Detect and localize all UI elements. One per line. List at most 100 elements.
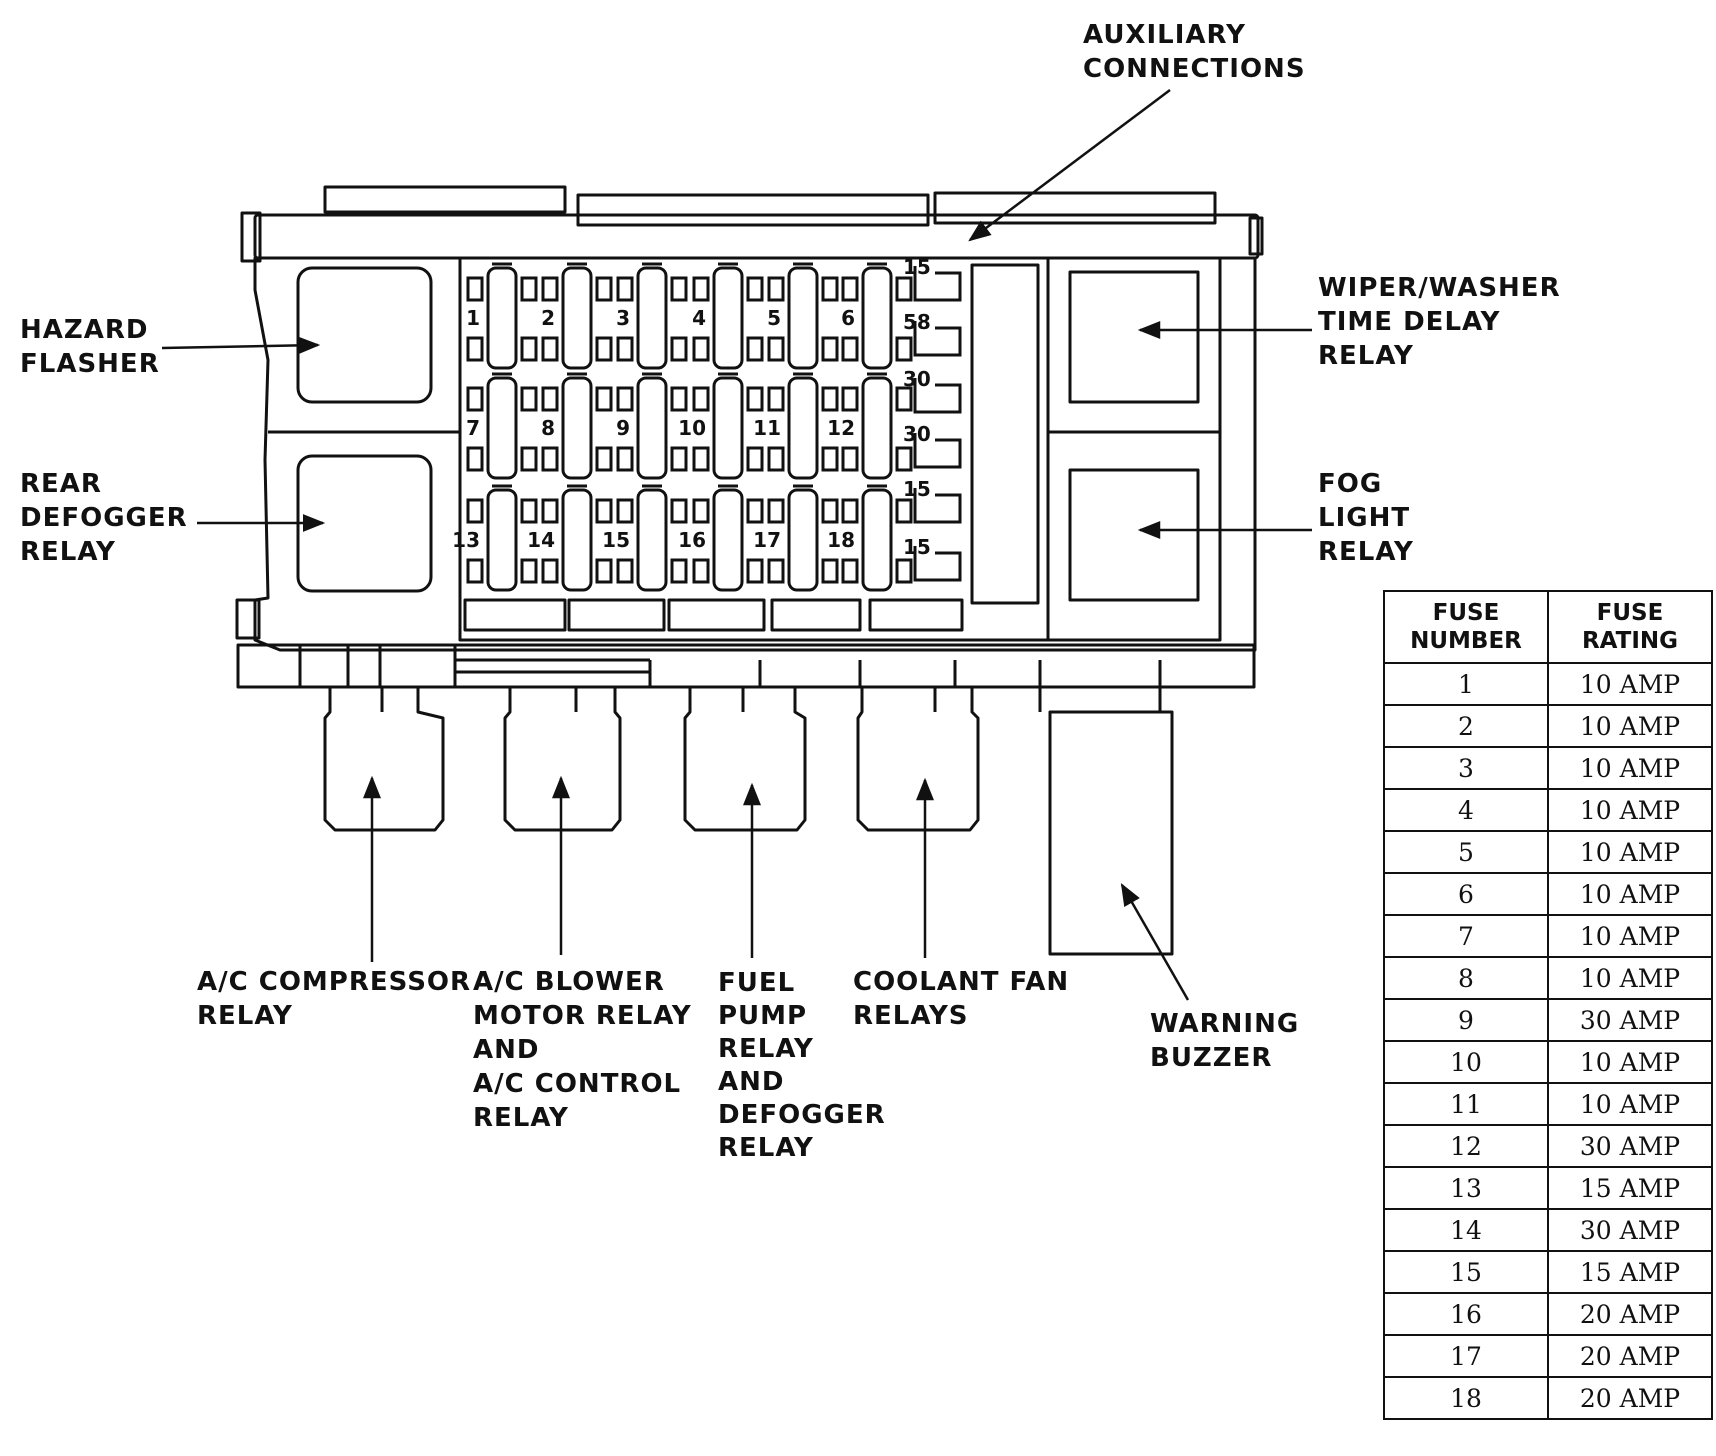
fuse-rating-cell: 20 AMP [1547, 1376, 1713, 1420]
terminal-label: 30 [903, 422, 931, 446]
table-header-row: FUSE NUMBER FUSE RATING [1383, 590, 1713, 664]
terminal-slot [913, 488, 962, 524]
fuse-10 [692, 372, 764, 480]
arrow-hazard [161, 336, 321, 355]
label-ac-blower-relay: A/C BLOWER MOTOR RELAY AND A/C CONTROL R… [473, 967, 692, 1133]
label-fuel-pump-relay: FUEL PUMP RELAY AND DEFOGGER RELAY [718, 968, 886, 1163]
fuse-rating-cell: 10 AMP [1547, 704, 1713, 748]
ac-blower-relay [503, 687, 622, 832]
terminal-slot [913, 433, 962, 469]
fuse-11 [767, 372, 839, 480]
fuse-rating-cell: 15 AMP [1547, 1250, 1713, 1294]
label-ac-compressor-relay: A/C COMPRESSOR RELAY [197, 967, 472, 1031]
terminal-slot [913, 321, 962, 357]
fuse-2 [541, 262, 613, 370]
terminal-slot [913, 266, 962, 302]
fuse-rating-cell: 30 AMP [1547, 998, 1713, 1042]
label-auxiliary-connections: AUXILIARY CONNECTIONS [1083, 20, 1306, 84]
bottom-plinth [236, 643, 1256, 689]
fuse-7 [466, 372, 538, 480]
label-rear-defogger-relay: REAR DEFOGGER RELAY [20, 469, 188, 567]
fuse-12 [841, 372, 913, 480]
fuse-number-cell: 8 [1383, 956, 1549, 1000]
fuse-rating-cell: 10 AMP [1547, 662, 1713, 706]
fuse-number-cell: 5 [1383, 830, 1549, 874]
terminal-label: 30 [903, 367, 931, 391]
fuse-rating-cell: 30 AMP [1547, 1208, 1713, 1252]
fuse-number-label: 14 [527, 528, 555, 552]
fuse-rating-cell: 30 AMP [1547, 1124, 1713, 1168]
fuse-rating-cell: 10 AMP [1547, 1040, 1713, 1084]
top-tab-middle [576, 193, 930, 227]
fuse-number-label: 5 [767, 306, 781, 330]
fuse-17 [767, 484, 839, 592]
terminal-label: 15 [903, 535, 931, 559]
fuse-4 [692, 262, 764, 370]
fuse-number-label: 16 [678, 528, 706, 552]
wiper-washer-relay [1068, 270, 1200, 404]
fuse-number-label: 17 [753, 528, 781, 552]
label-fog-light-relay: FOG LIGHT RELAY [1318, 469, 1414, 567]
fuse-18 [841, 484, 913, 592]
fuse-number-label: 1 [466, 306, 480, 330]
fuse-number-cell: 1 [1383, 662, 1549, 706]
fuse-number-label: 15 [602, 528, 630, 552]
fuse-rating-cell: 10 AMP [1547, 830, 1713, 874]
fuse-number-cell: 9 [1383, 998, 1549, 1042]
fuse-number-cell: 17 [1383, 1334, 1549, 1378]
fuse-rating-cell: 10 AMP [1547, 956, 1713, 1000]
arrow-auxiliary [968, 89, 1171, 242]
fuse-9 [616, 372, 688, 480]
fuse-13 [466, 484, 538, 592]
fuse-number-cell: 10 [1383, 1040, 1549, 1084]
fuse-number-cell: 13 [1383, 1166, 1549, 1210]
header-fuse-rating: FUSE RATING [1547, 590, 1713, 664]
fuse-number-label: 8 [541, 416, 555, 440]
fuse-1 [466, 262, 538, 370]
fuel-pump-relay [683, 687, 807, 832]
fuse-rating-cell: 10 AMP [1547, 914, 1713, 958]
auxiliary-connector-block [970, 263, 1040, 605]
fuse-15 [616, 484, 688, 592]
terminal-slot [913, 378, 962, 414]
label-wiper-washer-relay: WIPER/WASHER TIME DELAY RELAY [1318, 273, 1561, 371]
fuse-box-body [253, 256, 1257, 652]
fuse-number-label: 3 [616, 306, 630, 330]
fuse-number-cell: 18 [1383, 1376, 1549, 1420]
header-fuse-number: FUSE NUMBER [1383, 590, 1549, 664]
fuse-rating-cell: 20 AMP [1547, 1334, 1713, 1378]
arrow-warning [1120, 883, 1190, 1001]
fuse-rating-cell: 15 AMP [1547, 1166, 1713, 1210]
fuse-rating-cell: 20 AMP [1547, 1292, 1713, 1336]
fuse-number-cell: 11 [1383, 1082, 1549, 1126]
fuse-number-cell: 4 [1383, 788, 1549, 832]
fuse-rating-cell: 10 AMP [1547, 746, 1713, 790]
fuse-rating-cell: 10 AMP [1547, 872, 1713, 916]
fuse-16 [692, 484, 764, 592]
fuse-number-label: 13 [452, 528, 480, 552]
terminal-label: 58 [903, 310, 931, 334]
fuse-number-cell: 7 [1383, 914, 1549, 958]
fuse-14 [541, 484, 613, 592]
fuse-number-label: 4 [692, 306, 706, 330]
hazard-flasher-relay [296, 266, 433, 404]
top-rail [253, 213, 1260, 260]
terminal-label: 15 [903, 255, 931, 279]
fuse-number-cell: 2 [1383, 704, 1549, 748]
fuse-5 [767, 262, 839, 370]
